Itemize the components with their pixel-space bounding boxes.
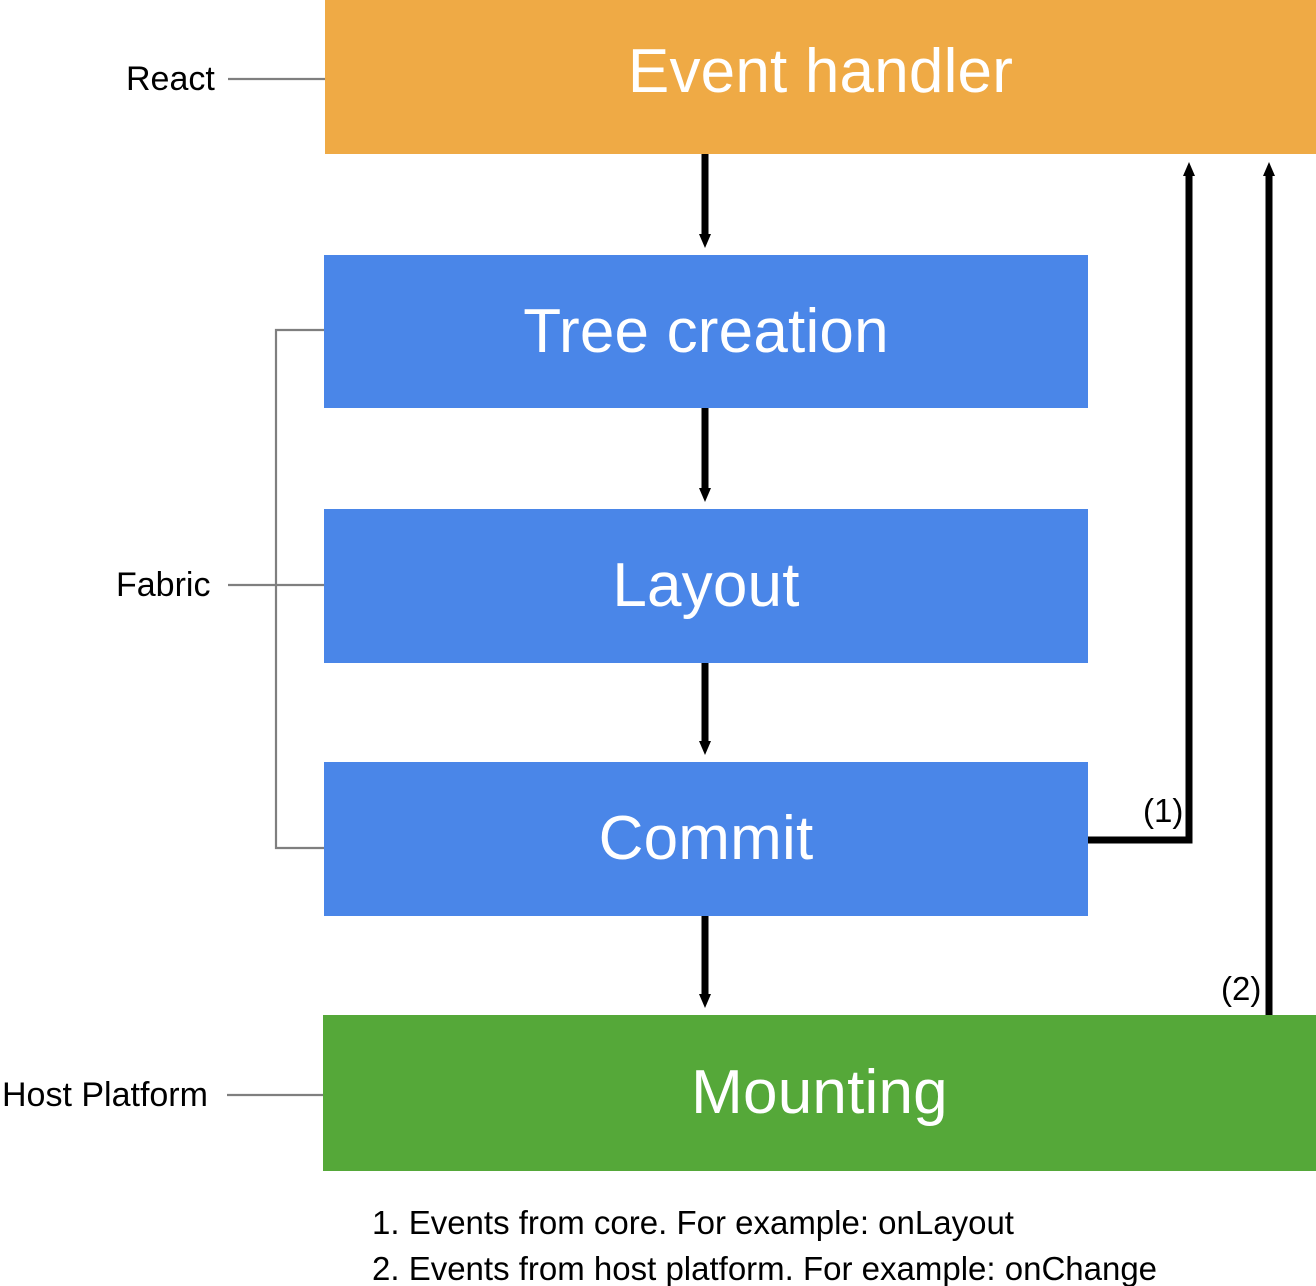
box-layout-label: Layout — [612, 551, 800, 620]
fabric-bracket — [274, 328, 324, 850]
box-mounting[interactable]: Mounting — [323, 1015, 1316, 1171]
footnote-1: 1. Events from core. For example: onLayo… — [372, 1204, 1014, 1241]
box-event-handler-label: Event handler — [627, 37, 1014, 106]
box-commit[interactable]: Commit — [324, 762, 1088, 916]
box-tree-creation[interactable]: Tree creation — [324, 255, 1088, 408]
feedback-marker-1: (1) — [1143, 792, 1184, 829]
layer-label-host-platform: Host Platform — [2, 1076, 208, 1114]
box-commit-label: Commit — [598, 804, 814, 873]
feedback-marker-2: (2) — [1221, 970, 1262, 1007]
layer-label-react: React — [126, 60, 215, 98]
box-layout[interactable]: Layout — [324, 509, 1088, 663]
feedback-arrow-1 — [1088, 162, 1195, 844]
box-mounting-label: Mounting — [691, 1058, 948, 1127]
footnote-2: 2. Events from host platform. For exampl… — [372, 1250, 1158, 1286]
box-event-handler[interactable]: Event handler — [325, 0, 1316, 154]
box-tree-creation-label: Tree creation — [523, 296, 889, 366]
layer-label-fabric: Fabric — [116, 566, 211, 604]
